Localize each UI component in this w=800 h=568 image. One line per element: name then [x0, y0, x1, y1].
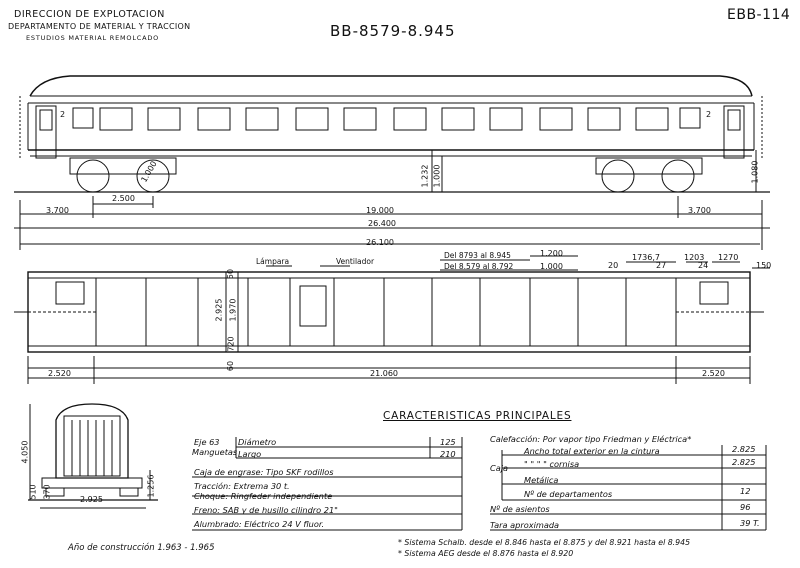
dim-1203: 1203: [684, 253, 705, 262]
spec-eje: Eje 63: [194, 437, 220, 447]
construction-year: Año de construcción 1.963 - 1.965: [68, 543, 215, 553]
dim-720: 720: [226, 336, 236, 352]
val-b: 1.000: [540, 262, 563, 271]
side-view: [14, 75, 770, 250]
dim-1970: 1.970: [228, 298, 238, 322]
door-number-right: 2: [706, 110, 712, 119]
dim-510: 510: [28, 484, 38, 500]
range-b: Del 8.579 al 8.792: [444, 262, 514, 271]
spec-manguetas: Manguetas: [192, 447, 238, 457]
dim-height-1000: 1.000: [432, 164, 442, 188]
spec-largo: Largo: [238, 449, 262, 459]
spec-tara-value: 39 T.: [740, 518, 760, 528]
dim-length-buffers: 26.400: [368, 219, 396, 228]
dim-2925-plan: 2.925: [214, 298, 224, 322]
dim-end-left: 2.520: [48, 369, 71, 378]
characteristics-title: CARACTERISTICAS PRINCIPALES: [383, 410, 572, 422]
dept-line-2: DEPARTAMENTO DE MATERIAL Y TRACCION: [8, 22, 191, 31]
dim-24: 24: [698, 261, 709, 270]
spec-traccion: Tracción: Extrema 30 t.: [194, 481, 290, 491]
spec-alumbrado: Alumbrado: Eléctrico 24 V fluor.: [194, 519, 325, 529]
end-view: [28, 403, 158, 509]
spec-choque: Choque: Ringfeder independiente: [194, 491, 333, 501]
plan-view: [14, 255, 770, 384]
dim-height-1232: 1.232: [420, 164, 430, 188]
series-title: BB-8579-8.945: [330, 22, 456, 40]
spec-ancho-cornisa: " " " " cornisa: [524, 459, 580, 469]
spec-ancho-cornisa-value: 2.825: [732, 457, 756, 467]
dim-overhang-left: 3.700: [46, 206, 69, 215]
dim-height-1080: 1.080: [750, 160, 760, 184]
spec-calefaccion: Calefacción: Por vapor tipo Friedman y E…: [490, 434, 692, 444]
dim-end-right: 2.520: [702, 369, 725, 378]
dim-1736: 1736,7: [632, 253, 660, 262]
dept-line-3: ESTUDIOS MATERIAL REMOLCADO: [26, 34, 160, 42]
dim-27: 27: [656, 261, 667, 270]
spec-freno: Freno: SAB y de husillo cilindro 21": [194, 505, 338, 515]
dim-body-length: 26.100: [366, 238, 394, 247]
spec-metalica: Metálica: [524, 475, 559, 485]
label-vent: Ventilador: [336, 257, 375, 266]
dim-50: 50: [226, 268, 236, 280]
spec-tara: Tara aproximada: [490, 520, 560, 530]
val-a: 1.200: [540, 249, 563, 258]
dim-overhang-right: 3.700: [688, 206, 711, 215]
range-a: Del 8793 al 8.945: [444, 251, 511, 260]
spec-ancho-cintura-value: 2.825: [732, 444, 756, 454]
spec-departamentos-value: 12: [740, 486, 751, 496]
label-lamp: Lámpara: [256, 257, 290, 266]
spec-ancho-cintura: Ancho total exterior en la cintura: [524, 446, 660, 456]
spec-caja-engrase: Caja de engrase: Tipo SKF rodillos: [194, 467, 334, 477]
dim-1270: 1270: [718, 253, 739, 262]
dim-bogie-pitch: 2.500: [112, 194, 135, 203]
dept-line-1: DIRECCION DE EXPLOTACION: [14, 9, 165, 20]
spec-diametro: Diámetro: [238, 437, 277, 447]
spec-asientos: Nº de asientos: [490, 504, 550, 514]
spec-table-lines: [192, 437, 767, 531]
dim-2925-end: 2.925: [80, 495, 103, 504]
spec-departamentos: Nº de departamentos: [524, 489, 613, 499]
dim-150: 150: [756, 261, 772, 270]
door-number-left: 2: [60, 110, 66, 119]
dim-370: 370: [42, 484, 52, 500]
drawing-code: EBB-114: [727, 7, 791, 23]
spec-asientos-value: 96: [740, 502, 751, 512]
dim-20: 20: [608, 261, 619, 270]
dim-60: 60: [226, 360, 236, 372]
spec-diametro-value: 125: [440, 437, 456, 447]
footnote-aeg: * Sistema AEG desde el 8.876 hasta el 8.…: [398, 549, 574, 558]
dim-bogie-centers: 19.000: [366, 206, 394, 215]
spec-caja-label: Caja: [490, 463, 509, 473]
spec-largo-value: 210: [440, 449, 456, 459]
footnote-schalb: * Sistema Schalb. desde el 8.846 hasta e…: [398, 538, 691, 547]
dim-1256: 1.256: [146, 474, 156, 498]
dim-4050: 4.050: [20, 440, 30, 464]
dim-center: 21.060: [370, 369, 398, 378]
